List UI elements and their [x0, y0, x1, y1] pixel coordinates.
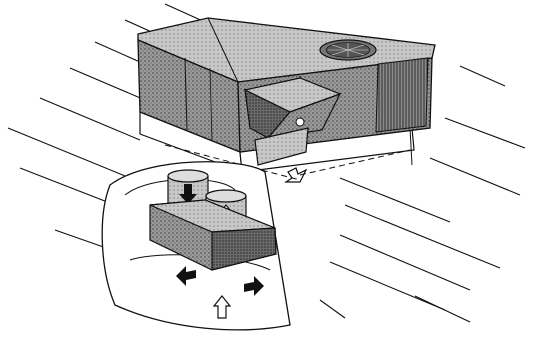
plenum-arrows: [176, 266, 264, 319]
alignment-lines: [164, 144, 411, 181]
condenser-fan: [319, 39, 377, 61]
economizer-hood: [243, 77, 342, 166]
plenum-in-arrow: [212, 295, 232, 319]
exhaust-arrow: [284, 167, 308, 183]
plenum-box: [149, 199, 277, 271]
roof-lines: [7, 3, 526, 323]
plenum-out-left-arrow: [176, 266, 196, 286]
plenum-out-right-arrow: [244, 276, 264, 296]
